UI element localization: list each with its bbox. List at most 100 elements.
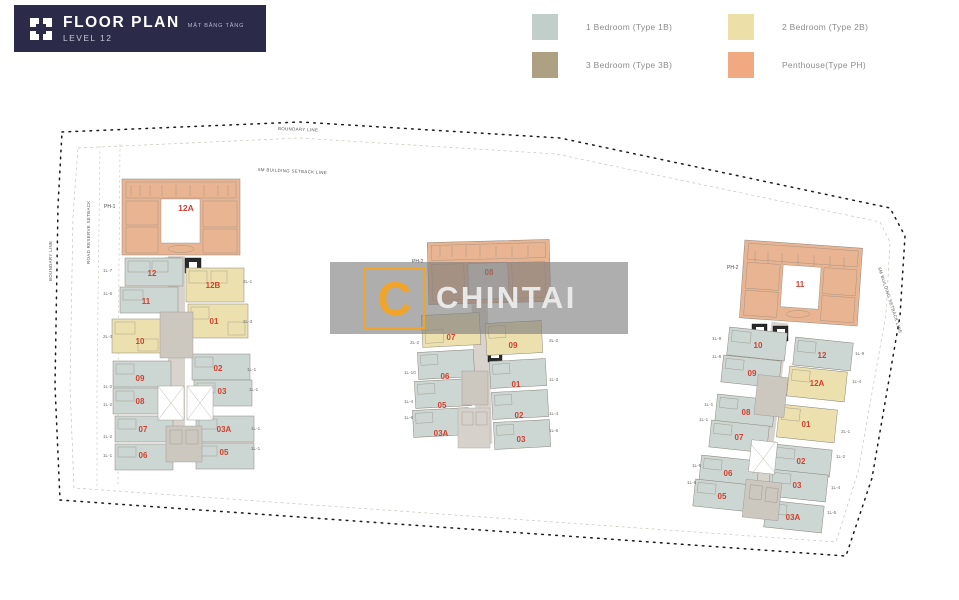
legend-swatch-3bedroom [532, 52, 558, 78]
unit-type-label: 2L-3 [243, 319, 253, 324]
unit-type-label: 1L-6 [549, 428, 559, 433]
unit-type-label: 1L-1 [251, 446, 261, 451]
unit-label-01-right: 01 [802, 420, 811, 429]
left-block-west-units: 12 11 10 09 08 07 06 [111, 257, 184, 471]
unit-type-label: 1L-4 [852, 379, 862, 384]
unit-label-06-right: 06 [724, 469, 733, 478]
setback-line-path [69, 137, 891, 543]
legend-item-2bedroom: 2 Bedroom (Type 2B) [728, 14, 868, 40]
unit-label-11: 11 [142, 297, 151, 306]
stair-icon [748, 439, 778, 475]
header-text-group: FLOOR PLAN MẶT BẰNG TẦNG LEVEL 12 [63, 15, 244, 43]
unit-type-label: 1L-2 [836, 454, 846, 459]
unit-label-05-center: 05 [438, 401, 447, 410]
penthouse-tag-PH-2-right: PH-2 [727, 265, 739, 271]
unit-type-label: 1L-4 [404, 399, 414, 404]
legend-swatch-penthouse [728, 52, 754, 78]
annotation-setback-top: 6M BUILDING SETBACK LINE [258, 167, 327, 175]
unit-label-12B: 12B [206, 281, 221, 290]
level-label: LEVEL 12 [63, 33, 113, 44]
unit-type-label: 1L-9 [855, 351, 865, 356]
unit-label-07: 07 [139, 425, 148, 434]
unit-label-09: 09 [136, 374, 145, 383]
annotation-setback-right: 6M BUILDING SETBACK LINE [877, 267, 903, 334]
annotation-road-reserve-left: ROAD RESERVE SETBACK [86, 200, 91, 264]
center-block-service-deck [457, 407, 491, 449]
floor-plan-header: FLOOR PLAN MẶT BẰNG TẦNG LEVEL 12 [14, 5, 266, 52]
unit-label-01: 01 [210, 317, 219, 326]
unit-type-label: 1L-1 [699, 417, 709, 422]
unit-type-label: 1L-2 [103, 434, 113, 439]
right-block-penthouse-11: 11 [739, 239, 863, 327]
unit-label-05: 05 [220, 448, 229, 457]
unit-type-label: 2L-3 [103, 334, 113, 339]
unit-label-12-right: 12 [818, 351, 827, 360]
unit-label-08-right: 08 [742, 408, 751, 417]
unit-type-label: 1L-7 [103, 268, 113, 273]
legend-item-1bedroom: 1 Bedroom (Type 1B) [532, 14, 672, 40]
unit-label-02-right: 02 [797, 457, 806, 466]
road-reserve-line-path [96, 145, 101, 486]
unit-type-label: 1L-1 [249, 387, 259, 392]
page-title: FLOOR PLAN [63, 13, 180, 31]
unit-type-label: 1L-3 [549, 377, 559, 382]
unit-type-label: 1L-4 [831, 485, 841, 490]
legend-swatch-2bedroom [728, 14, 754, 40]
unit-type-label: 1L-8 [712, 354, 722, 359]
unit-label-02: 02 [214, 364, 223, 373]
chintai-logo-letter: C [377, 271, 412, 325]
unit-label-12A-right: 12A [810, 379, 825, 388]
unit-type-label: 1L-4 [549, 411, 559, 416]
chintai-watermark-text: CHINTAI [436, 280, 577, 315]
unit-label-09-right: 09 [748, 369, 757, 378]
site-plan-drawing: BOUNDARY LINE 6M BUILDING SETBACK LINE B… [0, 86, 959, 600]
legend-label-1bedroom: 1 Bedroom (Type 1B) [586, 22, 673, 32]
chintai-logo-icon: C [364, 267, 425, 329]
left-block-core [159, 311, 194, 359]
unit-type-label: 2L-2 [410, 340, 420, 345]
legend-item-3bedroom: 3 Bedroom (Type 3B) [532, 52, 672, 78]
legend-label-2bedroom: 2 Bedroom (Type 2B) [782, 22, 869, 32]
unit-type-label: 2L-1 [841, 429, 851, 434]
unit-label-07-center: 07 [447, 333, 456, 342]
unit-type-label: 1L-9 [712, 336, 722, 341]
unit-type-label: 1L-5 [692, 463, 702, 468]
unit-type-label: 1L-1 [704, 402, 714, 407]
unit-label-06: 06 [139, 451, 148, 460]
chintai-watermark: C CHINTAI [330, 262, 628, 334]
unit-label-12A: 12A [178, 203, 194, 213]
unit-label-10: 10 [136, 337, 145, 346]
unit-label-08: 08 [136, 397, 145, 406]
unit-type-label: 1L-2 [103, 402, 113, 407]
unit-label-03-right: 03 [793, 481, 802, 490]
unit-type-label: 1L-6 [404, 415, 414, 420]
unit-label-05-right: 05 [718, 492, 727, 501]
unit-type-label: 1L-6 [687, 480, 697, 485]
legend-label-3bedroom: 3 Bedroom (Type 3B) [586, 60, 673, 70]
legend-swatch-1bedroom [532, 14, 558, 40]
unit-type-label: 2L-1 [243, 279, 253, 284]
unit-type-label: 2L-2 [549, 338, 559, 343]
unit-label-03A: 03A [217, 425, 232, 434]
legend-item-penthouse: Penthouse(Type PH) [728, 52, 866, 78]
center-block-core [461, 370, 489, 406]
unit-label-06-center: 06 [441, 372, 450, 381]
unit-type-label: 1L-6 [103, 291, 113, 296]
unit-label-01-center: 01 [512, 380, 521, 389]
unit-label-10-right: 10 [754, 341, 763, 350]
left-block-penthouse-12A: 12A [121, 178, 241, 256]
unit-label-02-center: 02 [515, 411, 524, 420]
left-block-east-units: 12B 01 02 03 03A 05 [185, 267, 255, 470]
unit-type-label: 1L-5 [827, 510, 837, 515]
center-block-east-units: 09 01 02 03 [484, 320, 551, 450]
annotation-boundary-left: BOUNDARY LINE [48, 241, 53, 281]
unit-label-03A-right: 03A [786, 513, 801, 522]
right-block-core [753, 374, 789, 418]
right-block-lift-lobby [741, 479, 783, 521]
floorplan-square-icon [30, 17, 52, 40]
unit-label-07-right: 07 [735, 433, 744, 442]
right-block-group: 11 PH-2 10 09 08 07 06 05 [687, 239, 865, 534]
unit-type-label: 1L-1 [251, 426, 261, 431]
unit-type-label: 1L-1 [247, 367, 257, 372]
page-title-vietnamese: MẶT BẰNG TẦNG [187, 22, 245, 29]
